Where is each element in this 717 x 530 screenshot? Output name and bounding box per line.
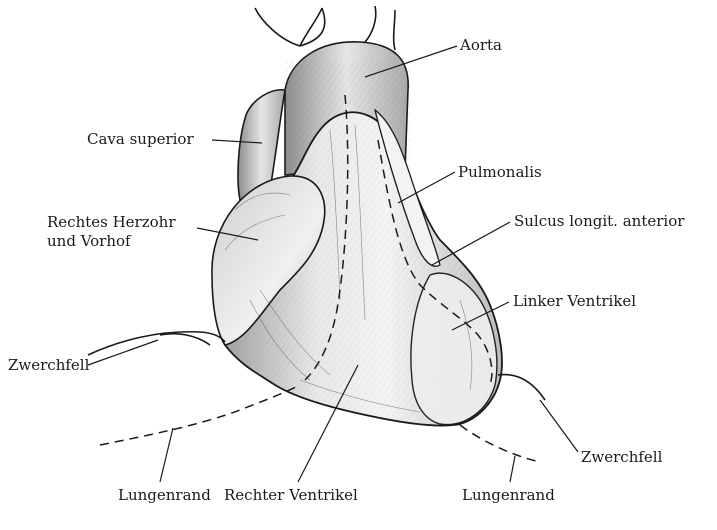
label-lungenrand-left: Lungenrand bbox=[118, 486, 211, 504]
label-lungenrand-right: Lungenrand bbox=[462, 486, 555, 504]
label-sulcus: Sulcus longit. anterior bbox=[514, 212, 685, 230]
label-zwerchfell-right: Zwerchfell bbox=[581, 448, 663, 466]
label-linker-ventrikel: Linker Ventrikel bbox=[513, 292, 636, 310]
label-zwerchfell-left: Zwerchfell bbox=[8, 356, 90, 374]
label-rechtes-herzohr-line1: Rechtes Herzohr bbox=[47, 213, 176, 231]
label-rechter-ventrikel: Rechter Ventrikel bbox=[224, 486, 358, 504]
label-pulmonalis: Pulmonalis bbox=[458, 163, 542, 181]
label-aorta: Aorta bbox=[459, 36, 502, 54]
label-rechtes-herzohr-line2: und Vorhof bbox=[47, 232, 132, 250]
label-cava-superior: Cava superior bbox=[87, 130, 194, 148]
